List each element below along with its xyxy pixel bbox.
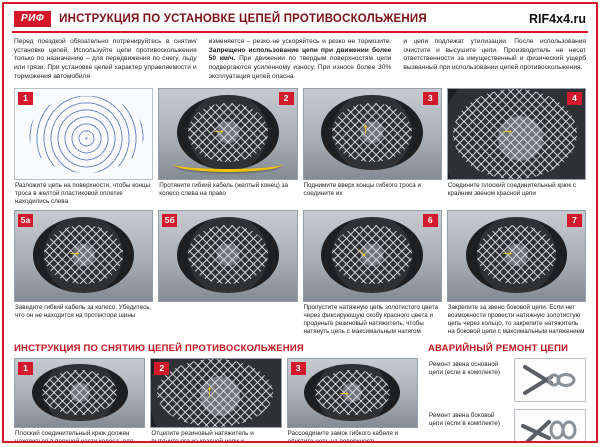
- step-photo-fix-tensioner: 7 →: [446, 209, 586, 302]
- install-step-7: 7 → Закрепите за звено боковой цепи. Есл…: [446, 209, 586, 338]
- install-step-3: 3 → Поднимите вверх концы гибкого троса …: [302, 87, 442, 208]
- removal-step-3: 3 → Рассоедините замок гибкого кабеля и …: [286, 357, 418, 443]
- arrow-icon: →: [67, 243, 83, 261]
- arrow-icon: →: [211, 120, 227, 138]
- pliers-icon: [521, 419, 577, 441]
- arrow-icon: →: [499, 120, 515, 138]
- step-number-badge: 1: [18, 361, 33, 375]
- step-caption: Плоский соединительный крюк должен наход…: [15, 429, 134, 443]
- arrow-up-icon: →: [199, 384, 217, 400]
- step-number-badge: 5а: [18, 213, 33, 227]
- install-step-6: 6 → Пропустите натяжную цепь золотистого…: [302, 209, 442, 338]
- step-caption: Поднимите вверх концы гибкого троса и со…: [303, 181, 422, 197]
- install-step-4: 4 → Соедините плоский соединительный крю…: [446, 87, 586, 208]
- step-photo-release-cable: 3 →: [286, 357, 418, 428]
- step-number-badge: 3: [422, 91, 438, 105]
- step-photo-tension-chain: 6 →: [302, 209, 442, 302]
- intro-text: Перед поездкой обязательно потренируйтес…: [4, 33, 596, 85]
- page-title: ИНСТРУКЦИЯ ПО УСТАНОВКЕ ЦЕПЕЙ ПРОТИВОСКО…: [59, 13, 427, 25]
- step-caption: Протяните гибкий кабель (желтый конец) з…: [159, 181, 288, 197]
- bottom-sections: ИНСТРУКЦИЯ ПО СНЯТИЮ ЦЕПЕЙ ПРОТИВОСКОЛЬЖ…: [4, 338, 596, 443]
- step-number-badge: 3: [290, 361, 306, 375]
- step-caption: Отцепите резиновый натяжитель и вытяните…: [151, 429, 254, 443]
- intro-col2-normal: изменяется – резко не ускоряйтесь и резк…: [208, 38, 392, 45]
- removal-section: ИНСТРУКЦИЯ ПО СНЯТИЮ ЦЕПЕЙ ПРОТИВОСКОЛЬЖ…: [14, 341, 418, 443]
- site-url: RIF4x4.ru: [529, 12, 586, 26]
- step-photo-cable-behind-wheel: 2 →: [158, 87, 298, 180]
- step-photo-cable-behind-tire: 5а →: [14, 209, 154, 302]
- step-photo-lift-cable-ends: 3 →: [302, 87, 442, 180]
- intro-col2-rest: При движении по твердым поверхностям цеп…: [208, 55, 392, 80]
- pliers-side-chain-illustration: [514, 408, 586, 441]
- step-photo-hook-position: 1: [14, 357, 146, 428]
- arrow-icon: →: [336, 383, 352, 401]
- install-step-5a: 5а → Заведите гибкий кабель за колесо. У…: [14, 209, 154, 338]
- repair-section: АВАРИЙНЫЙ РЕМОНТ ЦЕПИ Ремонт звена основ…: [428, 341, 586, 441]
- yellow-cable-highlight: [172, 156, 283, 172]
- intro-column-1: Перед поездкой обязательно потренируйтес…: [14, 38, 197, 80]
- step-caption: Соедините плоский соединительный крюк с …: [447, 181, 576, 197]
- repair-item-main-chain: Ремонт звена основной цепи (если в компл…: [428, 357, 586, 402]
- step-photo-chain-on-tire: 5б: [158, 209, 298, 302]
- step-number-badge: 2: [278, 91, 294, 105]
- step-caption: Заведите гибкий кабель за колесо. Убедит…: [15, 303, 152, 319]
- repair-item-side-chain: Ремонт звена боковой цепи (если в компле…: [428, 408, 586, 441]
- intro-column-3: и цепи подлежат утилизации. После исполь…: [403, 38, 587, 72]
- step-number-badge: 2: [154, 361, 170, 375]
- pliers-icon: [523, 364, 576, 395]
- header: РИФ ИНСТРУКЦИЯ ПО УСТАНОВКЕ ЦЕПЕЙ ПРОТИВ…: [12, 9, 588, 33]
- intro-col2-bold: Запрещено использование цепи при движени…: [208, 46, 392, 63]
- repair-caption: Ремонт звена основной цепи (если в компл…: [429, 360, 500, 376]
- step-caption: Разложите цепь на поверхности, чтобы кон…: [15, 181, 151, 205]
- step-number-badge: 7: [567, 213, 582, 227]
- step-number-badge: 5б: [162, 213, 178, 227]
- repair-caption: Ремонт звена боковой цепи (если в компле…: [429, 411, 500, 427]
- removal-step-2: 2 → Отцепите резиновый натяжитель и вытя…: [150, 357, 282, 443]
- removal-step-1: 1 Плоский соединительный крюк должен нах…: [14, 357, 146, 443]
- step-caption: Рассоедините замок гибкого кабеля и опус…: [287, 429, 399, 443]
- step-number-badge: 6: [422, 213, 438, 227]
- intro-column-2: изменяется – резко не ускоряйтесь и резк…: [209, 38, 392, 82]
- step-caption: Закрепите за звено боковой цепи. Если не…: [447, 303, 585, 335]
- step-photo-chain-layout: 1: [14, 87, 154, 180]
- removal-title: ИНСТРУКЦИЯ ПО СНЯТИЮ ЦЕПЕЙ ПРОТИВОСКОЛЬЖ…: [14, 342, 304, 354]
- install-steps-grid: 1 Разложите цепь на поверхности, чтобы к…: [4, 85, 596, 338]
- repair-title: АВАРИЙНЫЙ РЕМОНТ ЦЕПИ: [428, 342, 569, 354]
- step-number-badge: 4: [567, 91, 582, 105]
- step-photo-unhook-tensioner: 2 →: [150, 357, 282, 428]
- install-step-5b: 5б: [158, 209, 298, 338]
- arrow-up-icon: →: [354, 121, 372, 137]
- removal-steps-grid: 1 Плоский соединительный крюк должен нах…: [14, 357, 418, 443]
- rif-logo: РИФ: [14, 11, 52, 27]
- step-caption: [159, 304, 296, 321]
- install-step-1: 1 Разложите цепь на поверхности, чтобы к…: [14, 87, 154, 208]
- step-photo-hook-closeup: 4 →: [446, 87, 586, 180]
- step-number-badge: 1: [18, 91, 33, 105]
- arrow-icon: →: [499, 243, 515, 261]
- pliers-main-chain-illustration: [514, 357, 586, 402]
- install-step-2: 2 → Протяните гибкий кабель (желтый коне…: [158, 87, 298, 208]
- arrow-icon: →: [351, 240, 375, 263]
- step-caption: Пропустите натяжную цепь золотистого цве…: [303, 303, 439, 335]
